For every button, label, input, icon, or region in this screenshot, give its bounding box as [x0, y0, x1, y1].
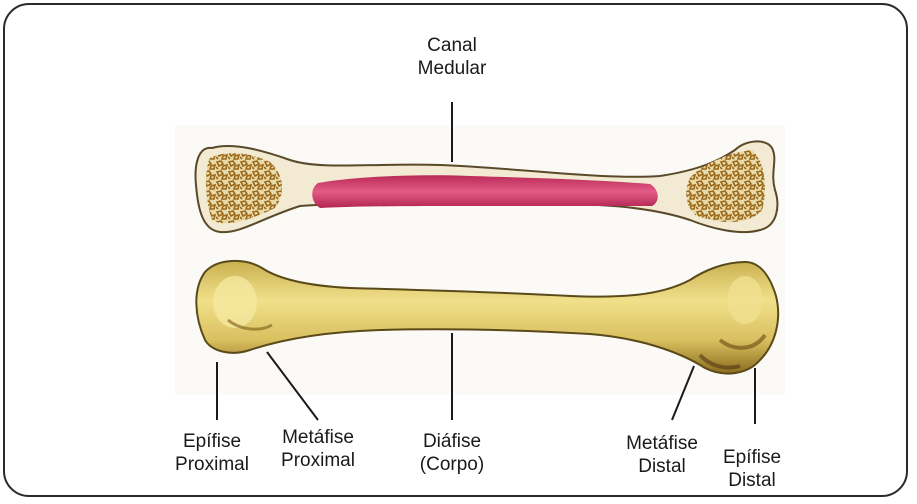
label-line: Metáfise — [626, 432, 698, 455]
label-line: Metáfise — [281, 426, 355, 449]
label-line: (Corpo) — [420, 453, 484, 476]
label-canal-medular: Canal Medular — [418, 34, 487, 80]
label-metafise-distal: Metáfise Distal — [626, 432, 698, 478]
label-epifise-distal: Epífise Distal — [723, 446, 781, 492]
label-line: Proximal — [281, 449, 355, 472]
label-line: Medular — [418, 57, 487, 80]
label-metafise-proximal: Metáfise Proximal — [281, 426, 355, 472]
label-line: Distal — [723, 469, 781, 492]
label-line: Distal — [626, 455, 698, 478]
label-line: Canal — [418, 34, 487, 57]
label-line: Epífise — [175, 430, 249, 453]
label-line: Diáfise — [420, 430, 484, 453]
label-line: Proximal — [175, 453, 249, 476]
label-epifise-proximal: Epífise Proximal — [175, 430, 249, 476]
label-line: Epífise — [723, 446, 781, 469]
label-diafise: Diáfise (Corpo) — [420, 430, 484, 476]
